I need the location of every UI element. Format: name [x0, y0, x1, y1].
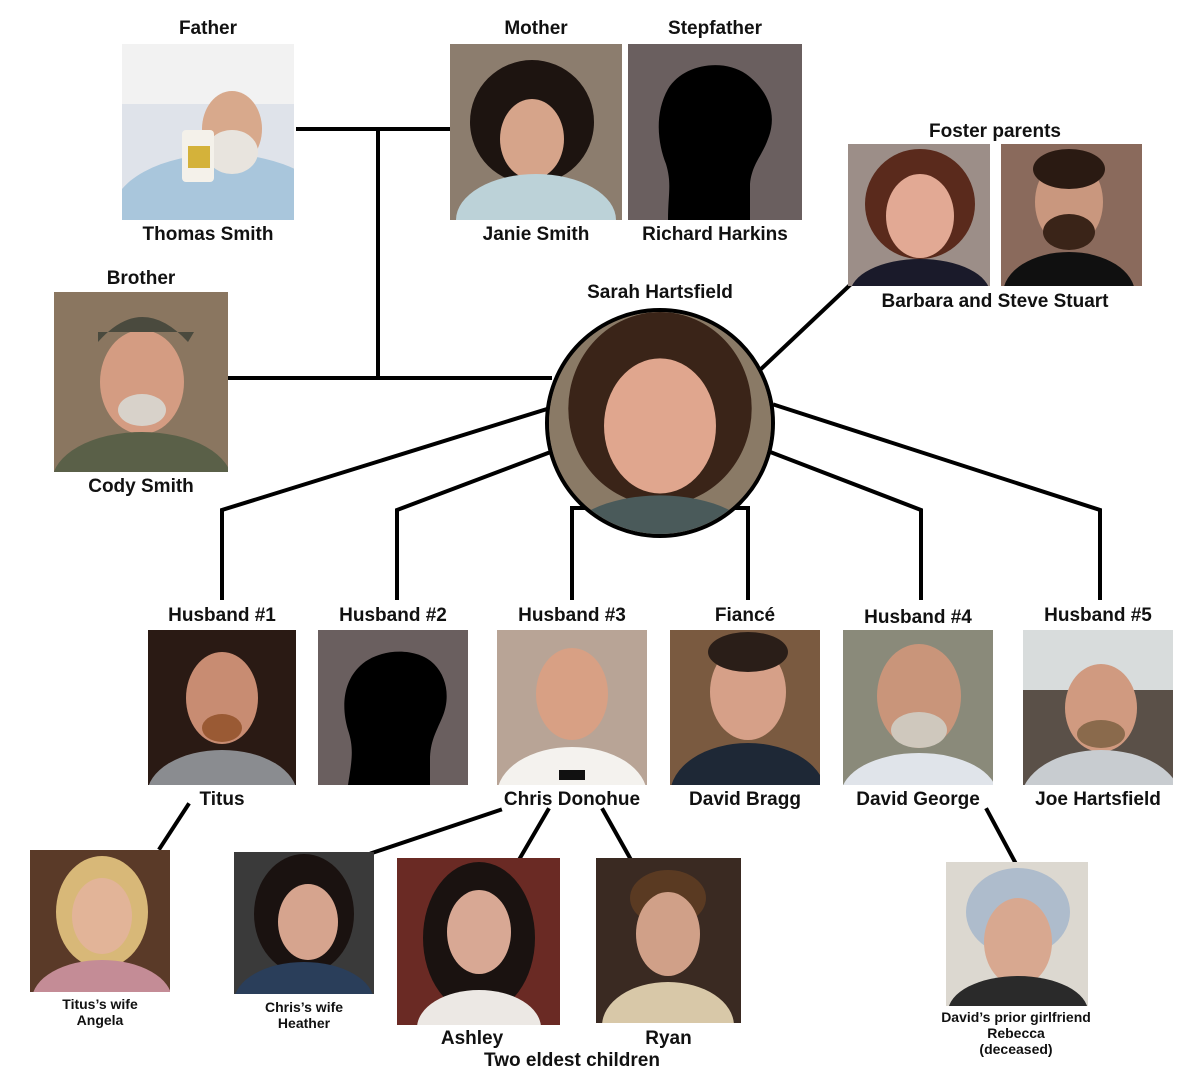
father-photo: [122, 44, 294, 220]
rebecca-photo: [946, 862, 1088, 1006]
husband-5-name-label: Joe Hartsfield: [1035, 789, 1161, 810]
husband-3-name-label: Chris Donohue: [503, 789, 641, 810]
fiance-name-label: David Bragg: [689, 789, 801, 810]
stepfather-photo: [628, 44, 802, 220]
mother-role-label: Mother: [504, 18, 568, 39]
mother-photo: [450, 44, 622, 220]
husband-2-role-label: Husband #2: [339, 605, 447, 626]
foster-name-label: Barbara and Steve Stuart: [881, 291, 1109, 312]
stepfather-role-label: Stepfather: [668, 18, 762, 39]
titus-wife-line2: Angela: [76, 1012, 124, 1028]
titus-wife-line1: Titus’s wife: [62, 996, 138, 1012]
rebecca-line1: David’s prior girlfriend: [941, 1009, 1091, 1025]
husband-5-role-label: Husband #5: [1044, 605, 1152, 626]
rebecca-line3: (deceased): [979, 1041, 1053, 1057]
foster-role-label: Foster parents: [929, 121, 1061, 142]
chris-wife-photo: [234, 852, 374, 994]
foster-father-photo: [1001, 144, 1142, 286]
ashley-name-label: Ashley: [440, 1028, 504, 1049]
husband-3-photo: [497, 630, 647, 785]
husband-2-photo: [318, 630, 468, 785]
ryan-name-label: Ryan: [645, 1028, 692, 1049]
husband-4-name-label: David George: [856, 789, 980, 810]
titus-wife-caption: Titus’s wife Angela: [20, 996, 180, 1028]
fiance-photo: [670, 630, 820, 785]
husband-1-name-label: Titus: [199, 789, 245, 810]
chris-wife-line1: Chris’s wife: [264, 999, 344, 1015]
foster-mother-photo: [848, 144, 990, 286]
ashley-photo: [397, 858, 560, 1025]
mother-name-label: Janie Smith: [482, 224, 590, 245]
center-name-label: Sarah Hartsfield: [587, 282, 733, 303]
brother-photo: [54, 292, 228, 472]
father-role-label: Father: [178, 18, 238, 39]
husband-1-role-label: Husband #1: [168, 605, 276, 626]
chris-wife-line2: Heather: [277, 1015, 331, 1031]
children-caption: Two eldest children: [484, 1050, 660, 1071]
rebecca-line2: Rebecca: [987, 1025, 1045, 1041]
brother-role-label: Brother: [106, 268, 176, 289]
titus-wife-photo: [30, 850, 170, 992]
center-photo: [545, 308, 775, 538]
husband-4-photo: [843, 630, 993, 785]
ryan-photo: [596, 858, 741, 1023]
rebecca-caption: David’s prior girlfriend Rebecca (deceas…: [916, 1009, 1116, 1057]
stepfather-name-label: Richard Harkins: [642, 224, 788, 245]
husband-4-role-label: Husband #4: [864, 607, 972, 628]
husband-1-photo: [148, 630, 296, 785]
husband-5-photo: [1023, 630, 1173, 785]
chris-wife-caption: Chris’s wife Heather: [224, 999, 384, 1031]
husband-3-role-label: Husband #3: [518, 605, 626, 626]
brother-name-label: Cody Smith: [88, 476, 194, 497]
father-name-label: Thomas Smith: [142, 224, 274, 245]
fiance-role-label: Fiancé: [714, 605, 776, 626]
